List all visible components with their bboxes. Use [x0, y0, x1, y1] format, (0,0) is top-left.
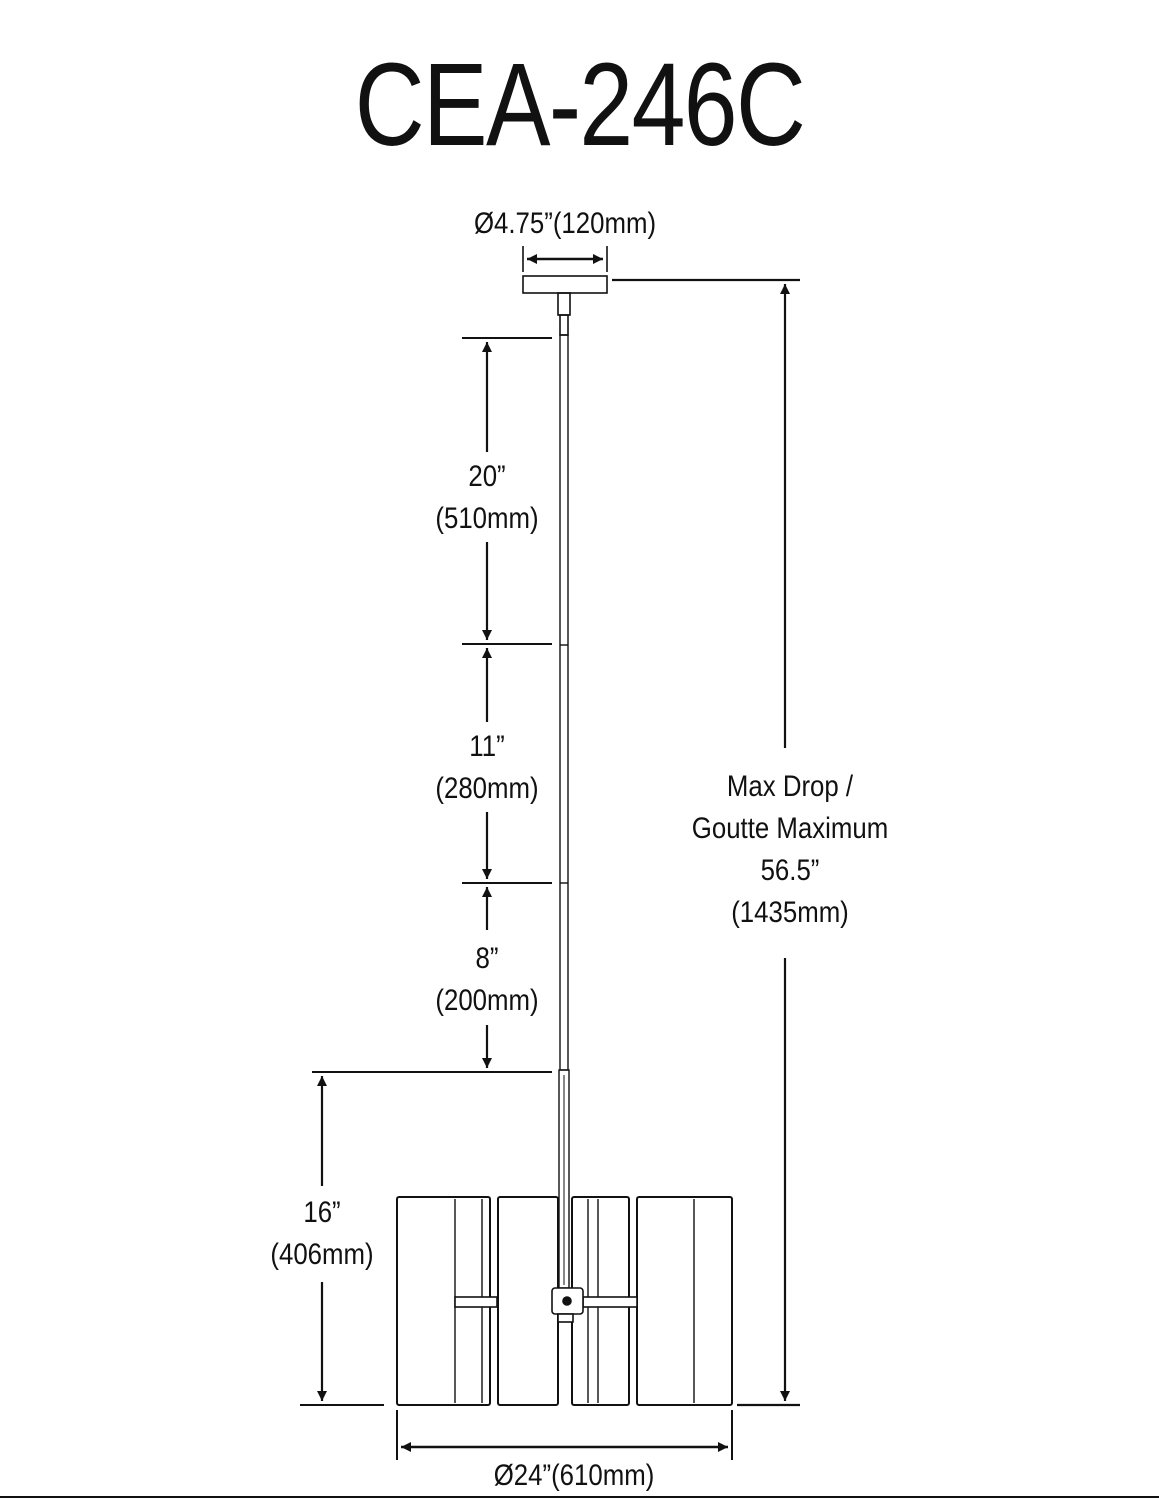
- canopy: [522, 275, 608, 336]
- rod-3-label: 8” (200mm): [435, 942, 539, 1017]
- rod-extension-lines: [300, 337, 552, 1406]
- canopy-width-dimension-line: [522, 246, 608, 272]
- fixture-diameter-dimension-line: [396, 1410, 733, 1460]
- max-drop-label: Max Drop / Goutte Maximum 56.5” (1435mm): [691, 770, 889, 929]
- rod-1-label: 20” (510mm): [435, 460, 539, 535]
- rod-2-label: 11” (280mm): [435, 730, 539, 805]
- fixture-height-label: 16” (406mm): [270, 1196, 374, 1271]
- canopy-diameter-label: Ø4.75”(120mm): [473, 207, 657, 240]
- fixture-diameter-label: Ø24”(610mm): [493, 1459, 655, 1492]
- model-title: CEA-246C: [354, 39, 806, 171]
- max-drop-dimension-arrows: [612, 278, 800, 1407]
- downrod: [558, 334, 570, 1289]
- center-hub: [454, 1287, 638, 1323]
